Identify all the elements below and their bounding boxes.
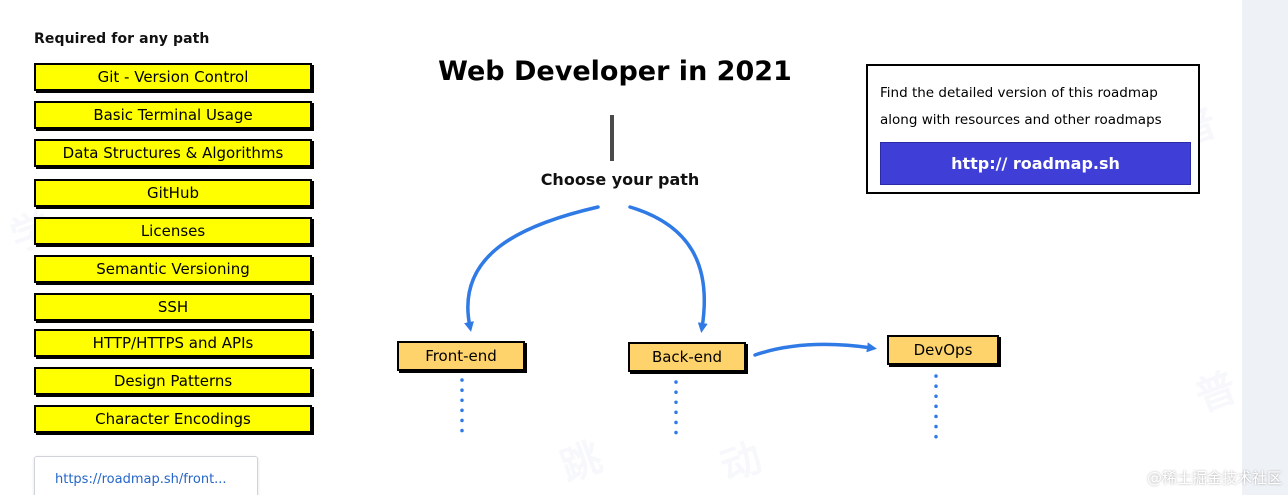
corner-watermark: @稀土掘金技术社区 bbox=[1146, 469, 1282, 487]
required-item-licenses[interactable]: Licenses bbox=[34, 217, 312, 245]
backend-node[interactable]: Back-end bbox=[628, 342, 746, 372]
required-item-http-apis[interactable]: HTTP/HTTPS and APIs bbox=[34, 329, 312, 357]
arrow-to-frontend bbox=[464, 205, 600, 332]
choose-path-label: Choose your path bbox=[540, 170, 700, 189]
required-item-ssh[interactable]: SSH bbox=[34, 293, 312, 321]
arrow-to-devops bbox=[753, 342, 877, 357]
title-connector bbox=[610, 115, 614, 161]
link-url-tooltip: https://roadmap.sh/front... bbox=[34, 456, 258, 495]
required-section-title: Required for any path bbox=[34, 31, 210, 47]
devops-node[interactable]: DevOps bbox=[887, 335, 999, 365]
roadmap-link-button[interactable]: http:// roadmap.sh bbox=[880, 142, 1191, 185]
info-box: Find the detailed version of this roadma… bbox=[866, 64, 1200, 194]
info-line-2: along with resources and other roadmaps bbox=[880, 112, 1162, 128]
required-item-semver[interactable]: Semantic Versioning bbox=[34, 255, 312, 283]
required-item-github[interactable]: GitHub bbox=[34, 179, 312, 207]
info-text: Find the detailed version of this roadma… bbox=[880, 80, 1192, 134]
required-item-design-patterns[interactable]: Design Patterns bbox=[34, 367, 312, 395]
required-item-character-encodings[interactable]: Character Encodings bbox=[34, 405, 312, 433]
required-item-data-structures[interactable]: Data Structures & Algorithms bbox=[34, 139, 312, 167]
info-line-1: Find the detailed version of this roadma… bbox=[880, 85, 1158, 101]
required-item-git[interactable]: Git - Version Control bbox=[34, 63, 312, 91]
arrow-to-backend bbox=[628, 205, 708, 333]
frontend-node[interactable]: Front-end bbox=[397, 341, 525, 371]
right-gutter bbox=[1242, 0, 1288, 495]
roadmap-title: Web Developer in 2021 bbox=[438, 56, 792, 87]
required-item-terminal[interactable]: Basic Terminal Usage bbox=[34, 101, 312, 129]
